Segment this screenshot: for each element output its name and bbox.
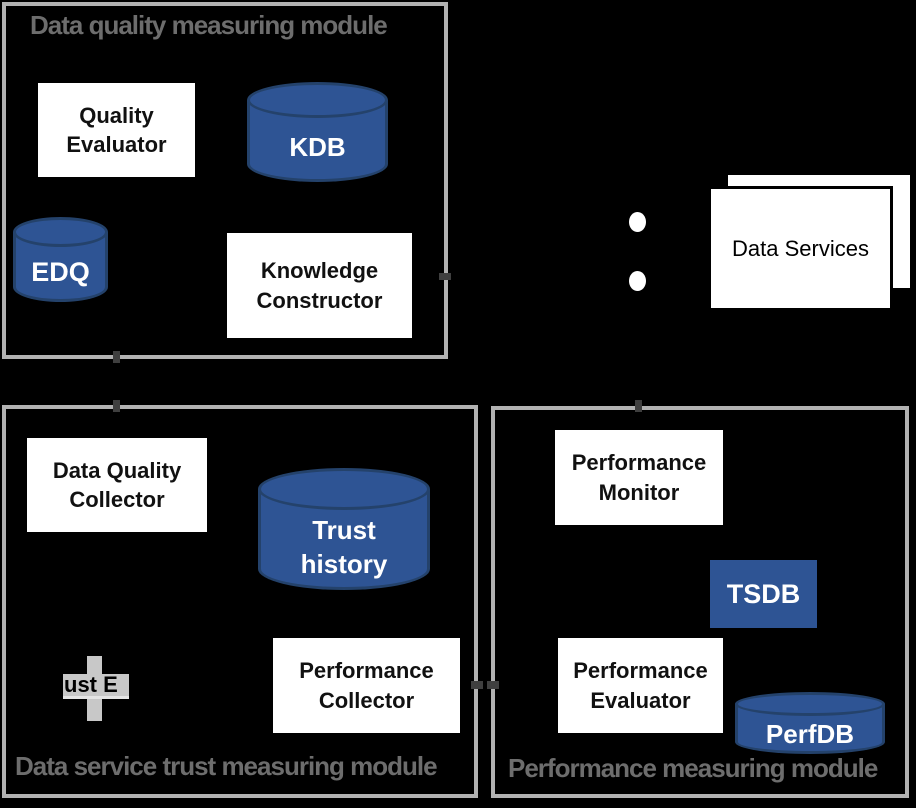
- quality-evaluator-box: Quality Evaluator: [38, 83, 195, 177]
- connector-stub-top-left-right: [439, 273, 451, 280]
- module-title-data-quality: Data quality measuring module: [30, 10, 388, 40]
- knowledge-constructor-box: Knowledge Constructor: [227, 233, 412, 338]
- kdb-cylinder: KDB: [247, 82, 388, 182]
- trust-history-cylinder-top: [258, 468, 430, 510]
- tsdb-box: TSDB: [710, 560, 817, 628]
- perfdb-cylinder-top: [735, 692, 885, 716]
- performance-collector-box: Performance Collector: [273, 638, 460, 733]
- module-trust-measuring: Data Quality Collector Trust history ust…: [2, 405, 478, 798]
- module-title-trust: Data service trust measuring module: [15, 751, 438, 781]
- connector-stub-trust-top: [113, 400, 120, 412]
- trust-evaluator-partial-text: ust E: [63, 674, 129, 699]
- module-performance-measuring: Performance Monitor TSDB Performance Eva…: [491, 406, 909, 798]
- performance-monitor-box: Performance Monitor: [555, 430, 723, 525]
- kdb-label: KDB: [289, 132, 346, 163]
- connector-stub-performance-left: [487, 681, 499, 689]
- ellipsis-dot-bottom: [629, 271, 646, 291]
- module-title-performance: Performance measuring module: [508, 753, 878, 783]
- kdb-cylinder-top: [247, 82, 388, 118]
- ellipsis-dot-top: [629, 212, 646, 232]
- perfdb-label: PerfDB: [765, 719, 855, 750]
- connector-stub-trust-right: [471, 681, 483, 689]
- trust-history-label: Trust history: [300, 515, 388, 579]
- module-data-quality-measuring: Data quality measuring module Quality Ev…: [2, 2, 448, 359]
- performance-evaluator-box: Performance Evaluator: [558, 638, 723, 733]
- data-services-front-card: Data Services: [708, 186, 893, 311]
- connector-stub-top-left-bottom: [113, 351, 120, 363]
- data-services-label: Data Services: [732, 235, 869, 261]
- connector-stub-performance-top: [635, 400, 642, 412]
- edq-cylinder-top: [13, 217, 108, 247]
- edq-label: EDQ: [31, 256, 90, 287]
- trust-history-cylinder: Trust history: [258, 468, 430, 590]
- edq-cylinder: EDQ: [13, 217, 108, 302]
- data-quality-collector-box: Data Quality Collector: [27, 438, 207, 532]
- perfdb-cylinder: PerfDB: [735, 692, 885, 754]
